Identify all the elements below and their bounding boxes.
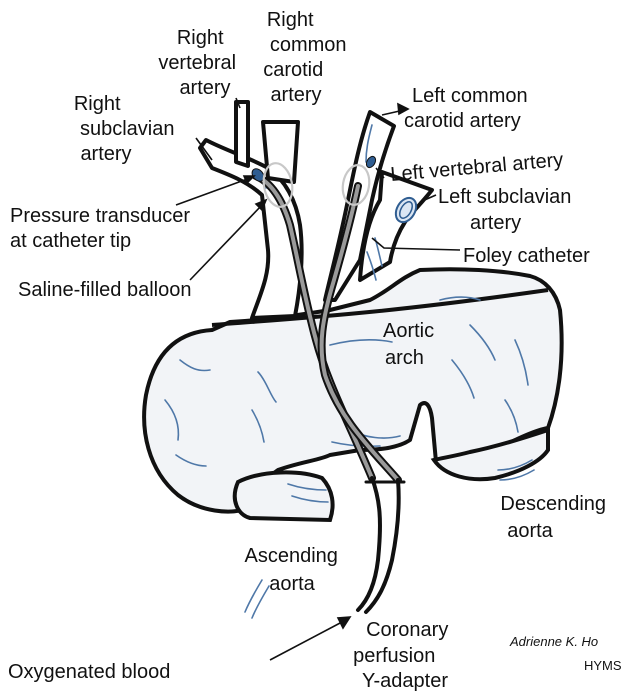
label-descending-aorta: Descending aorta <box>500 493 611 542</box>
right-common-carotid-vessel <box>263 122 298 182</box>
credit-institution: HYMS <box>584 658 622 673</box>
label-ascending-aorta: Ascending aorta <box>245 545 344 595</box>
label-right-vertebral: Right vertebral artery <box>158 27 241 99</box>
right-vertebral-vessel <box>236 102 248 166</box>
ascending-aorta <box>235 472 333 520</box>
label-right-common-carotid: Right common carotid artery <box>263 9 352 106</box>
label-oxygenated-blood: Oxygenated blood <box>8 661 170 683</box>
label-saline-balloon: Saline-filled balloon <box>18 279 191 301</box>
label-right-subclavian: Right subclavian artery <box>74 93 180 165</box>
label-foley-catheter: Foley catheter <box>463 245 590 267</box>
label-coronary-y-adapter: Coronary perfusion Y-adapter <box>353 619 454 692</box>
label-left-subclavian: Left subclavian artery <box>438 186 577 234</box>
label-left-common-carotid: Left common carotid artery <box>404 85 533 132</box>
label-left-vertebral: Left vertebral artery <box>390 149 565 186</box>
credit-author: Adrienne K. Ho <box>509 634 598 649</box>
label-pressure-transducer: Pressure transducer at catheter tip <box>10 205 196 252</box>
